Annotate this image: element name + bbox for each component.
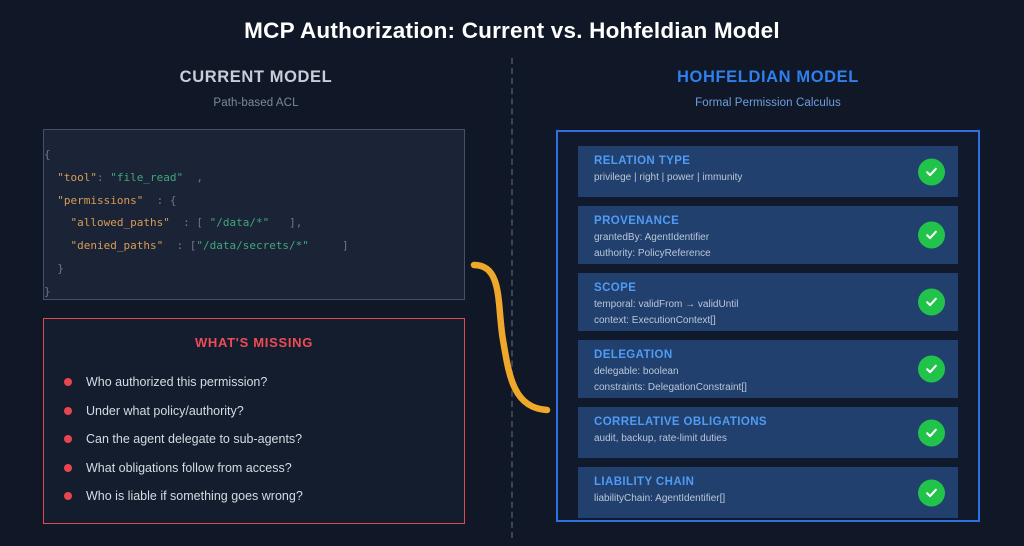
feature-card-title: LIABILITY CHAIN <box>594 476 695 488</box>
feature-card-title: RELATION TYPE <box>594 155 691 167</box>
code-token: ] <box>308 239 349 253</box>
code-token: { <box>44 148 51 161</box>
list-item-label: Can the agent delegate to sub-agents? <box>86 432 303 447</box>
right-column-title: HOHFELDIAN MODEL <box>677 68 859 86</box>
feature-card-detail: delegable: boolean <box>594 366 679 377</box>
check-icon <box>918 419 945 446</box>
feature-card-title: PROVENANCE <box>594 215 680 227</box>
list-item: Can the agent delegate to sub-agents? <box>64 425 464 454</box>
code-token: "/data/*" <box>209 216 270 230</box>
transition-arrow-icon <box>470 261 551 414</box>
feature-card-detail: temporal: validFrom → validUntil <box>594 299 739 310</box>
check-icon <box>918 479 945 506</box>
code-token: : { <box>143 193 177 207</box>
feature-card-detail: authority: PolicyReference <box>594 248 711 259</box>
feature-card: PROVENANCE grantedBy: AgentIdentifier auth… <box>578 206 958 264</box>
feature-card-detail: grantedBy: AgentIdentifier <box>594 232 710 243</box>
feature-card: LIABILITY CHAIN liabilityChain: AgentIden… <box>578 467 958 518</box>
feature-card: SCOPE temporal: validFrom → validUntil con… <box>578 273 958 331</box>
bullet-icon <box>64 492 72 501</box>
code-token: ], <box>269 216 303 230</box>
bullet-icon <box>64 406 72 415</box>
code-token: "/data/secrets/*" <box>196 239 309 253</box>
code-line: "permissions" : { <box>44 190 464 213</box>
code-token: : <box>97 170 111 184</box>
bullet-icon <box>64 463 72 472</box>
feature-card-title: DELEGATION <box>594 349 673 361</box>
check-icon <box>918 221 945 249</box>
left-column-title: CURRENT MODEL <box>179 68 333 86</box>
left-column-header: CURRENT MODEL Path-based ACL <box>30 68 482 109</box>
feature-card-detail: audit, backup, rate-limit duties <box>594 433 727 444</box>
list-item: What obligations follow from access? <box>64 454 464 483</box>
code-token: } <box>44 284 51 298</box>
feature-card-title: CORRELATIVE OBLIGATIONS <box>594 416 767 428</box>
whats-missing-panel: WHAT'S MISSING Who authorized this permi… <box>43 318 465 524</box>
code-line: } <box>44 258 464 281</box>
feature-card: RELATION TYPE privilege | right | power |… <box>578 146 958 197</box>
bullet-icon <box>64 435 72 444</box>
code-token: "permissions" <box>57 193 144 207</box>
bullet-icon <box>64 378 72 387</box>
right-column-header: HOHFELDIAN MODEL Formal Permission Calcu… <box>542 68 994 109</box>
code-token <box>44 216 71 229</box>
code-token: "denied_paths" <box>70 239 164 253</box>
list-item-label: Who is liable if something goes wrong? <box>86 489 303 504</box>
list-item: Who authorized this permission? <box>64 368 464 397</box>
code-line: { <box>44 144 464 167</box>
check-icon <box>918 158 945 185</box>
code-token: "file_read" <box>110 170 184 184</box>
code-token: "tool" <box>57 170 97 184</box>
left-column-subtitle: Path-based ACL <box>213 97 299 109</box>
code-token: , <box>183 170 203 184</box>
right-column-subtitle: Formal Permission Calculus <box>695 97 841 109</box>
code-token <box>44 239 71 252</box>
feature-card-detail: context: ExecutionContext[] <box>594 315 716 326</box>
list-item: Who is liable if something goes wrong? <box>64 482 464 511</box>
list-item-label: What obligations follow from access? <box>86 460 292 475</box>
json-code-block: { "tool": "file_read" , "permissions" : … <box>43 129 465 300</box>
code-token <box>44 194 57 207</box>
feature-card: DELEGATION delegable: boolean constraints:… <box>578 340 958 398</box>
code-line: "denied_paths" : ["/data/secrets/*" ] <box>44 235 464 258</box>
code-line: "allowed_paths" : [ "/data/*" ], <box>44 212 464 235</box>
list-item-label: Who authorized this permission? <box>86 375 268 390</box>
code-token <box>44 171 57 184</box>
code-token: "allowed_paths" <box>70 216 170 230</box>
hohfeldian-model-panel: RELATION TYPE privilege | right | power |… <box>556 130 980 522</box>
feature-card-detail: liabilityChain: AgentIdentifier[] <box>594 493 726 504</box>
whats-missing-list: Who authorized this permission? Under wha… <box>44 368 464 511</box>
list-item-label: Under what policy/authority? <box>86 403 244 418</box>
code-token: } <box>44 261 64 275</box>
check-icon <box>918 355 945 383</box>
feature-card-detail: constraints: DelegationConstraint[] <box>594 382 747 393</box>
feature-card: CORRELATIVE OBLIGATIONS audit, backup, ra… <box>578 407 958 458</box>
code-token: : [ <box>163 239 197 253</box>
page-title: MCP Authorization: Current vs. Hohfeldia… <box>244 18 780 43</box>
code-line: } <box>44 281 464 304</box>
list-item: Under what policy/authority? <box>64 397 464 426</box>
feature-card-detail: privilege | right | power | immunity <box>594 172 743 183</box>
vertical-divider <box>511 58 513 538</box>
check-icon <box>918 288 945 316</box>
feature-card-title: SCOPE <box>594 282 637 294</box>
code-token: : [ <box>169 216 210 230</box>
whats-missing-title: WHAT'S MISSING <box>194 335 314 350</box>
code-line: "tool": "file_read" , <box>44 167 464 190</box>
